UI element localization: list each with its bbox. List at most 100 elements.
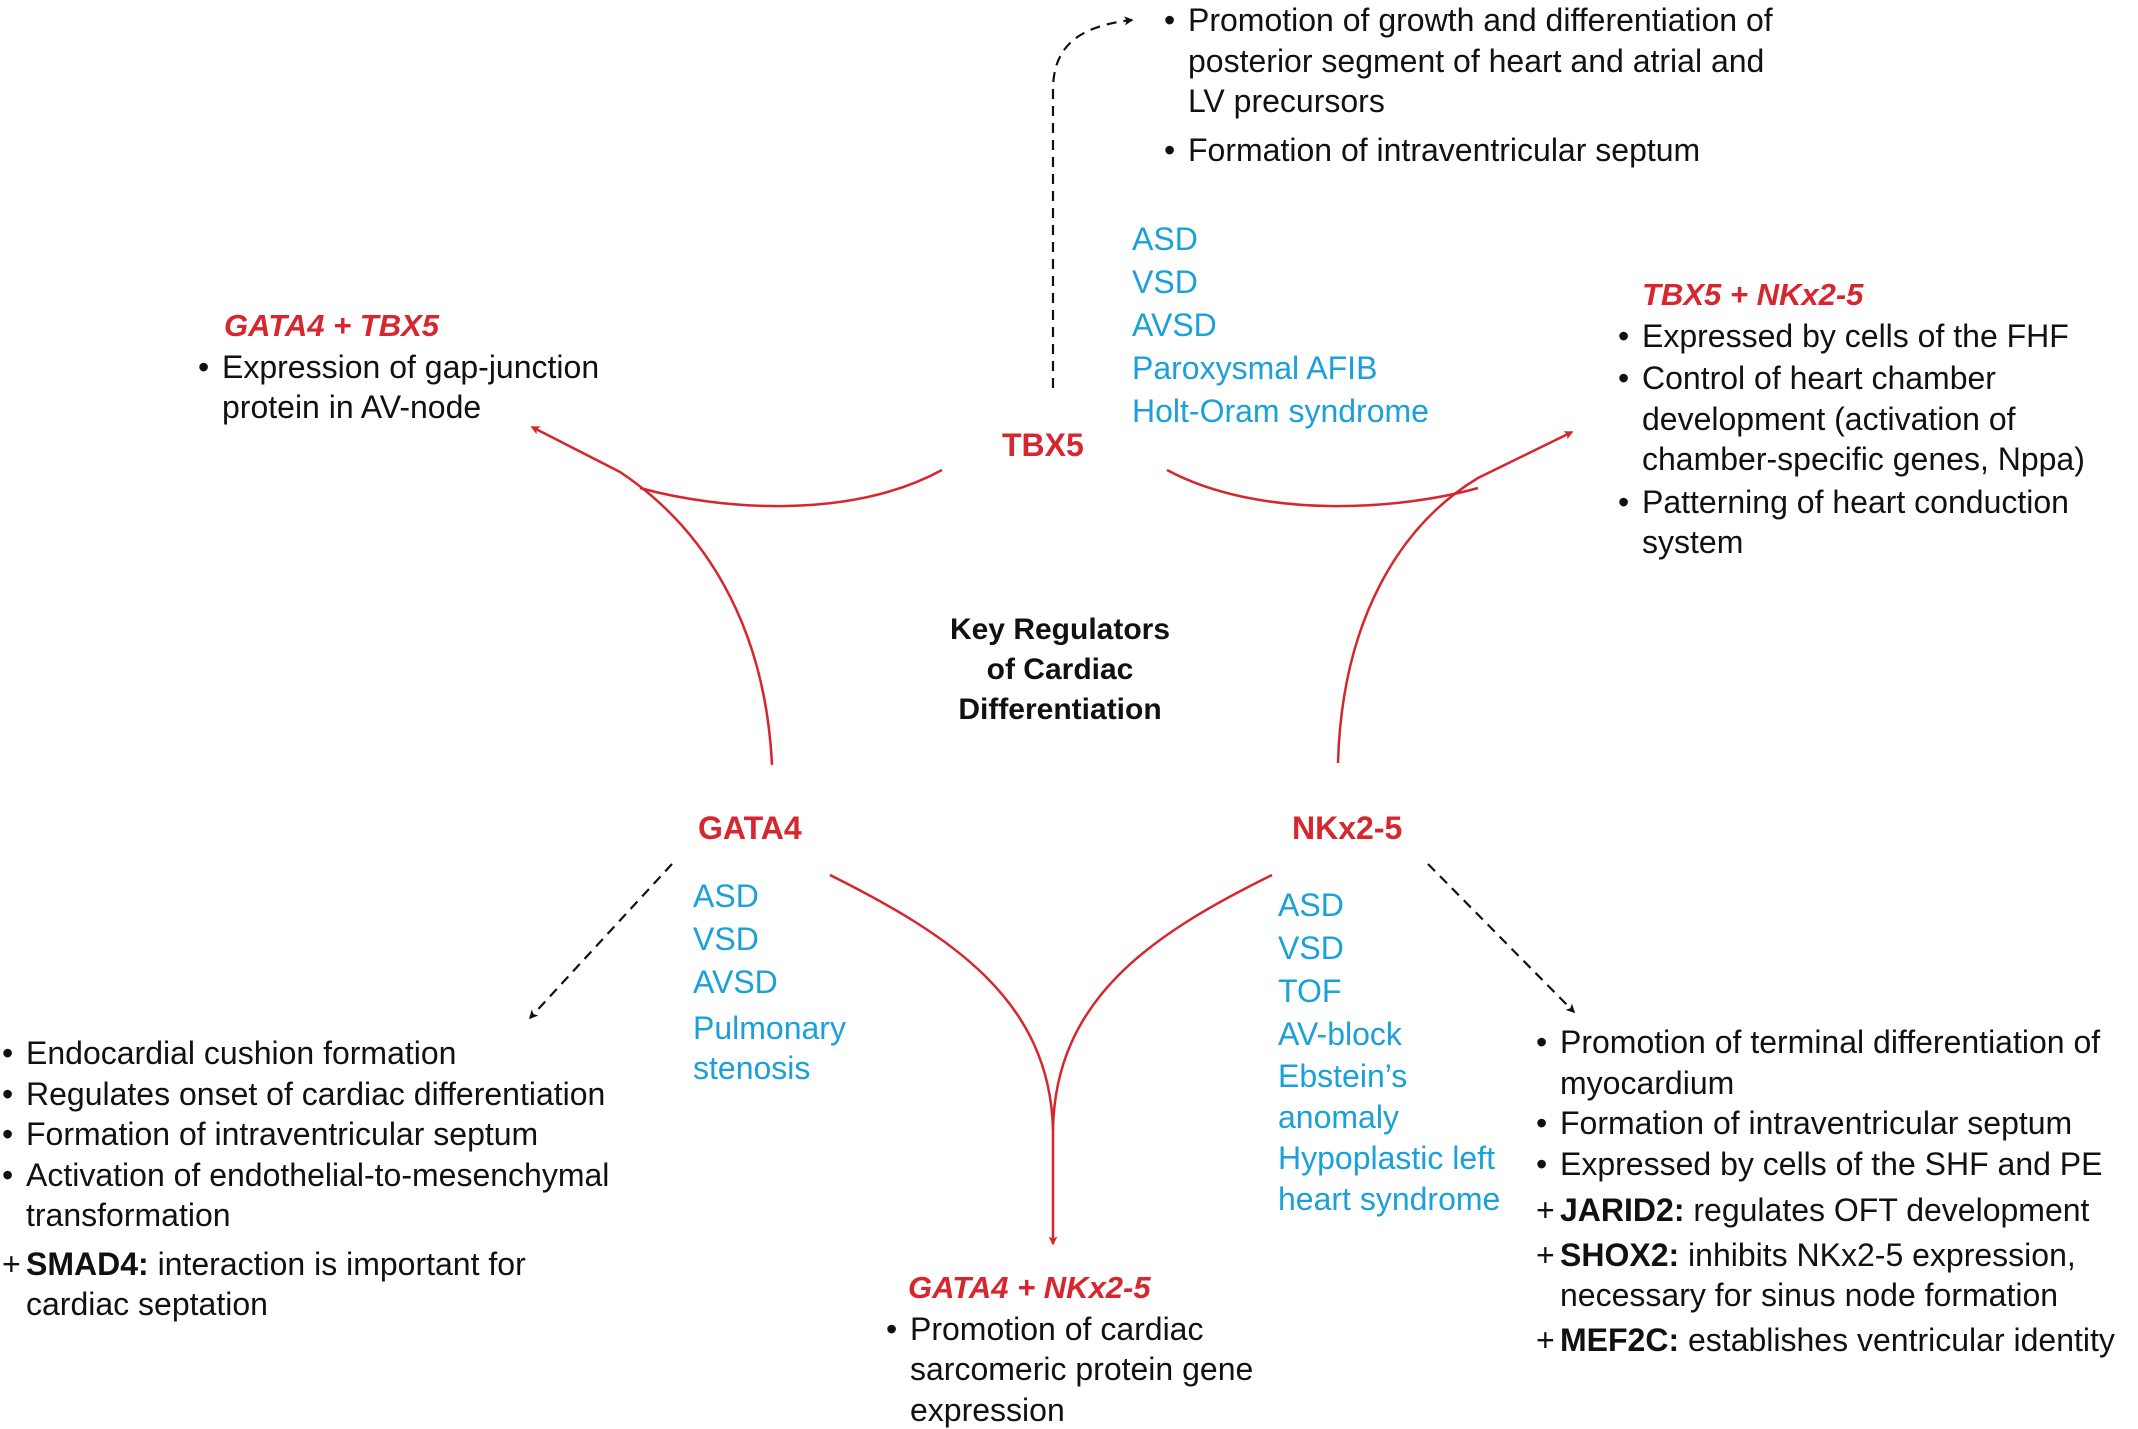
dashed-arrow-tbx5 xyxy=(1051,16,1134,388)
disease-item: heart syndrome xyxy=(1278,1181,1501,1217)
function-item: Promotion of growth and differentiation … xyxy=(1164,0,1773,122)
disease-item: Paroxysmal AFIB xyxy=(1132,350,1378,386)
gene-label-tbx5: TBX5 xyxy=(1002,427,1084,463)
disease-list-gata4: ASD VSD AVSD Pulmonary stenosis xyxy=(693,875,846,1088)
function-line: Promotion of terminal differentiation of xyxy=(1560,1024,2101,1060)
combo-line: Promotion of cardiac xyxy=(910,1310,1204,1347)
disease-item: anomaly xyxy=(1278,1099,1399,1135)
center-title: Key Regulators of Cardiac Differentiatio… xyxy=(900,610,1220,730)
function-item: Formation of intraventricular septum xyxy=(2,1114,609,1155)
disease-item: ASD xyxy=(1132,221,1198,257)
disease-item: Ebstein’s xyxy=(1278,1058,1408,1094)
disease-item: VSD xyxy=(1278,930,1344,966)
function-list-gata4: Endocardial cushion formation Regulates … xyxy=(2,1033,609,1325)
disease-item: ASD xyxy=(1278,887,1344,923)
dashed-arrow-gata4 xyxy=(528,863,673,1020)
function-line: transformation xyxy=(26,1197,231,1233)
dashed-arrow-nkx25 xyxy=(1427,863,1576,1014)
function-item: Formation of intraventricular septum xyxy=(1536,1103,2115,1144)
combo-title: TBX5 + NKx2-5 xyxy=(1642,277,1864,312)
disease-item: Hypoplastic left xyxy=(1278,1140,1495,1176)
interaction-text: inhibits NKx2-5 expression, xyxy=(1688,1236,2076,1273)
curve-gata4-to-gata4-nkx25 xyxy=(829,873,1055,1131)
interaction-mef2c: MEF2C: establishes ventricular identity xyxy=(1536,1320,2115,1361)
combo-line: Patterning of heart conduction xyxy=(1642,483,2069,520)
combo-gata4-tbx5: GATA4 + TBX5 Expression of gap-junction … xyxy=(198,306,599,428)
function-line: LV precursors xyxy=(1188,83,1385,119)
interaction-text: interaction is important for xyxy=(157,1245,526,1282)
interaction-name: JARID2: xyxy=(1560,1192,1685,1228)
combo-title: GATA4 + TBX5 xyxy=(224,308,440,343)
interaction-text: necessary for sinus node formation xyxy=(1560,1277,2059,1313)
combo-item: Promotion of cardiac sarcomeric protein … xyxy=(886,1309,1253,1429)
function-line: Endocardial cushion formation xyxy=(26,1035,457,1071)
combo-item: Patterning of heart conduction system xyxy=(1618,482,2085,563)
combo-line: Expression of gap-junction xyxy=(222,348,600,385)
function-line: Formation of intraventricular septum xyxy=(26,1116,539,1152)
function-item: Expressed by cells of the SHF and PE xyxy=(1536,1144,2115,1185)
disease-item: Pulmonary xyxy=(693,1010,846,1046)
function-item: Regulates onset of cardiac differentiati… xyxy=(2,1074,609,1115)
center-title-line: Key Regulators xyxy=(949,613,1171,646)
curve-tbx5-to-gata4-tbx5 xyxy=(639,468,943,508)
disease-list-tbx5: ASD VSD AVSD Paroxysmal AFIB Holt-Oram s… xyxy=(1132,218,1429,433)
interaction-name: MEF2C: xyxy=(1560,1321,1680,1358)
disease-item: AVSD xyxy=(693,964,778,1000)
disease-list-nkx25: ASD VSD TOF AV-block Ebstein’s anomaly H… xyxy=(1278,884,1500,1220)
combo-line: sarcomeric protein gene xyxy=(910,1351,1254,1387)
function-item: Activation of endothelial-to-mesenchymal… xyxy=(2,1155,609,1236)
combo-line: Expressed by cells of the FHF xyxy=(1642,317,2069,354)
gene-label-nkx25: NKx2-5 xyxy=(1292,810,1403,846)
disease-item: stenosis xyxy=(693,1050,811,1086)
combo-tbx5-nkx25: TBX5 + NKx2-5 Expressed by cells of the … xyxy=(1618,275,2085,563)
interaction-jarid2: JARID2: regulates OFT development xyxy=(1536,1190,2115,1231)
function-line: Expressed by cells of the SHF and PE xyxy=(1560,1145,2103,1182)
combo-line: expression xyxy=(910,1391,1065,1428)
combo-item: Expression of gap-junction protein in AV… xyxy=(198,347,599,428)
combo-line: Control of heart chamber xyxy=(1642,360,1996,396)
function-item: Promotion of terminal differentiation of… xyxy=(1536,1022,2115,1103)
disease-item: ASD xyxy=(693,878,759,914)
interaction-name: SHOX2: xyxy=(1560,1236,1680,1273)
disease-item: Holt-Oram syndrome xyxy=(1132,393,1429,429)
function-line: Formation of intraventricular septum xyxy=(1188,131,1701,168)
combo-gata4-nkx25: GATA4 + NKx2-5 Promotion of cardiac sarc… xyxy=(886,1268,1253,1429)
disease-item: VSD xyxy=(693,921,759,957)
disease-item: AV-block xyxy=(1278,1016,1402,1052)
function-list-tbx5: Promotion of growth and differentiation … xyxy=(1164,0,1773,170)
function-line: posterior segment of heart and atrial an… xyxy=(1188,42,1765,79)
curve-tbx5-to-tbx5-nkx25 xyxy=(1166,468,1479,508)
function-item: Endocardial cushion formation xyxy=(2,1033,609,1074)
function-line: Regulates onset of cardiac differentiati… xyxy=(26,1075,606,1112)
combo-line: protein in AV-node xyxy=(222,389,482,425)
function-line: Formation of intraventricular septum xyxy=(1560,1105,2073,1141)
combo-line: development (activation of xyxy=(1642,400,2016,437)
combo-line: system xyxy=(1642,524,1744,560)
disease-item: VSD xyxy=(1132,264,1198,300)
curve-gata4-to-gata4-tbx5 xyxy=(530,425,774,766)
disease-item: AVSD xyxy=(1132,307,1217,343)
gene-label-gata4: GATA4 xyxy=(698,810,802,846)
combo-line: chamber-specific genes, Nppa) xyxy=(1642,441,2085,477)
disease-item: TOF xyxy=(1278,973,1342,1009)
combo-item: Expressed by cells of the FHF xyxy=(1618,316,2085,357)
interaction-shox2: SHOX2: inhibits NKx2-5 expression, neces… xyxy=(1536,1235,2115,1316)
function-line: myocardium xyxy=(1560,1064,1735,1101)
center-title-line: Differentiation xyxy=(958,693,1162,726)
combo-item: Control of heart chamber development (ac… xyxy=(1618,358,2085,480)
curve-nkx25-to-gata4-nkx25 xyxy=(1048,873,1273,1246)
interaction-text: cardiac septation xyxy=(26,1286,268,1322)
curve-nkx25-to-tbx5-nkx25 xyxy=(1336,430,1574,764)
interaction-text: regulates OFT development xyxy=(1693,1192,2090,1228)
function-line: Promotion of growth and differentiation … xyxy=(1188,2,1773,38)
function-list-nkx25: Promotion of terminal differentiation of… xyxy=(1536,1022,2115,1360)
interaction-text: establishes ventricular identity xyxy=(1688,1321,2115,1358)
center-title-line: of Cardiac xyxy=(986,653,1134,686)
combo-title: GATA4 + NKx2-5 xyxy=(908,1270,1151,1305)
function-item: Formation of intraventricular septum xyxy=(1164,130,1773,171)
function-line: Activation of endothelial-to-mesenchymal xyxy=(26,1156,610,1193)
interaction-name: SMAD4: xyxy=(26,1245,149,1282)
interaction-smad4: SMAD4: interaction is important for card… xyxy=(2,1244,609,1325)
